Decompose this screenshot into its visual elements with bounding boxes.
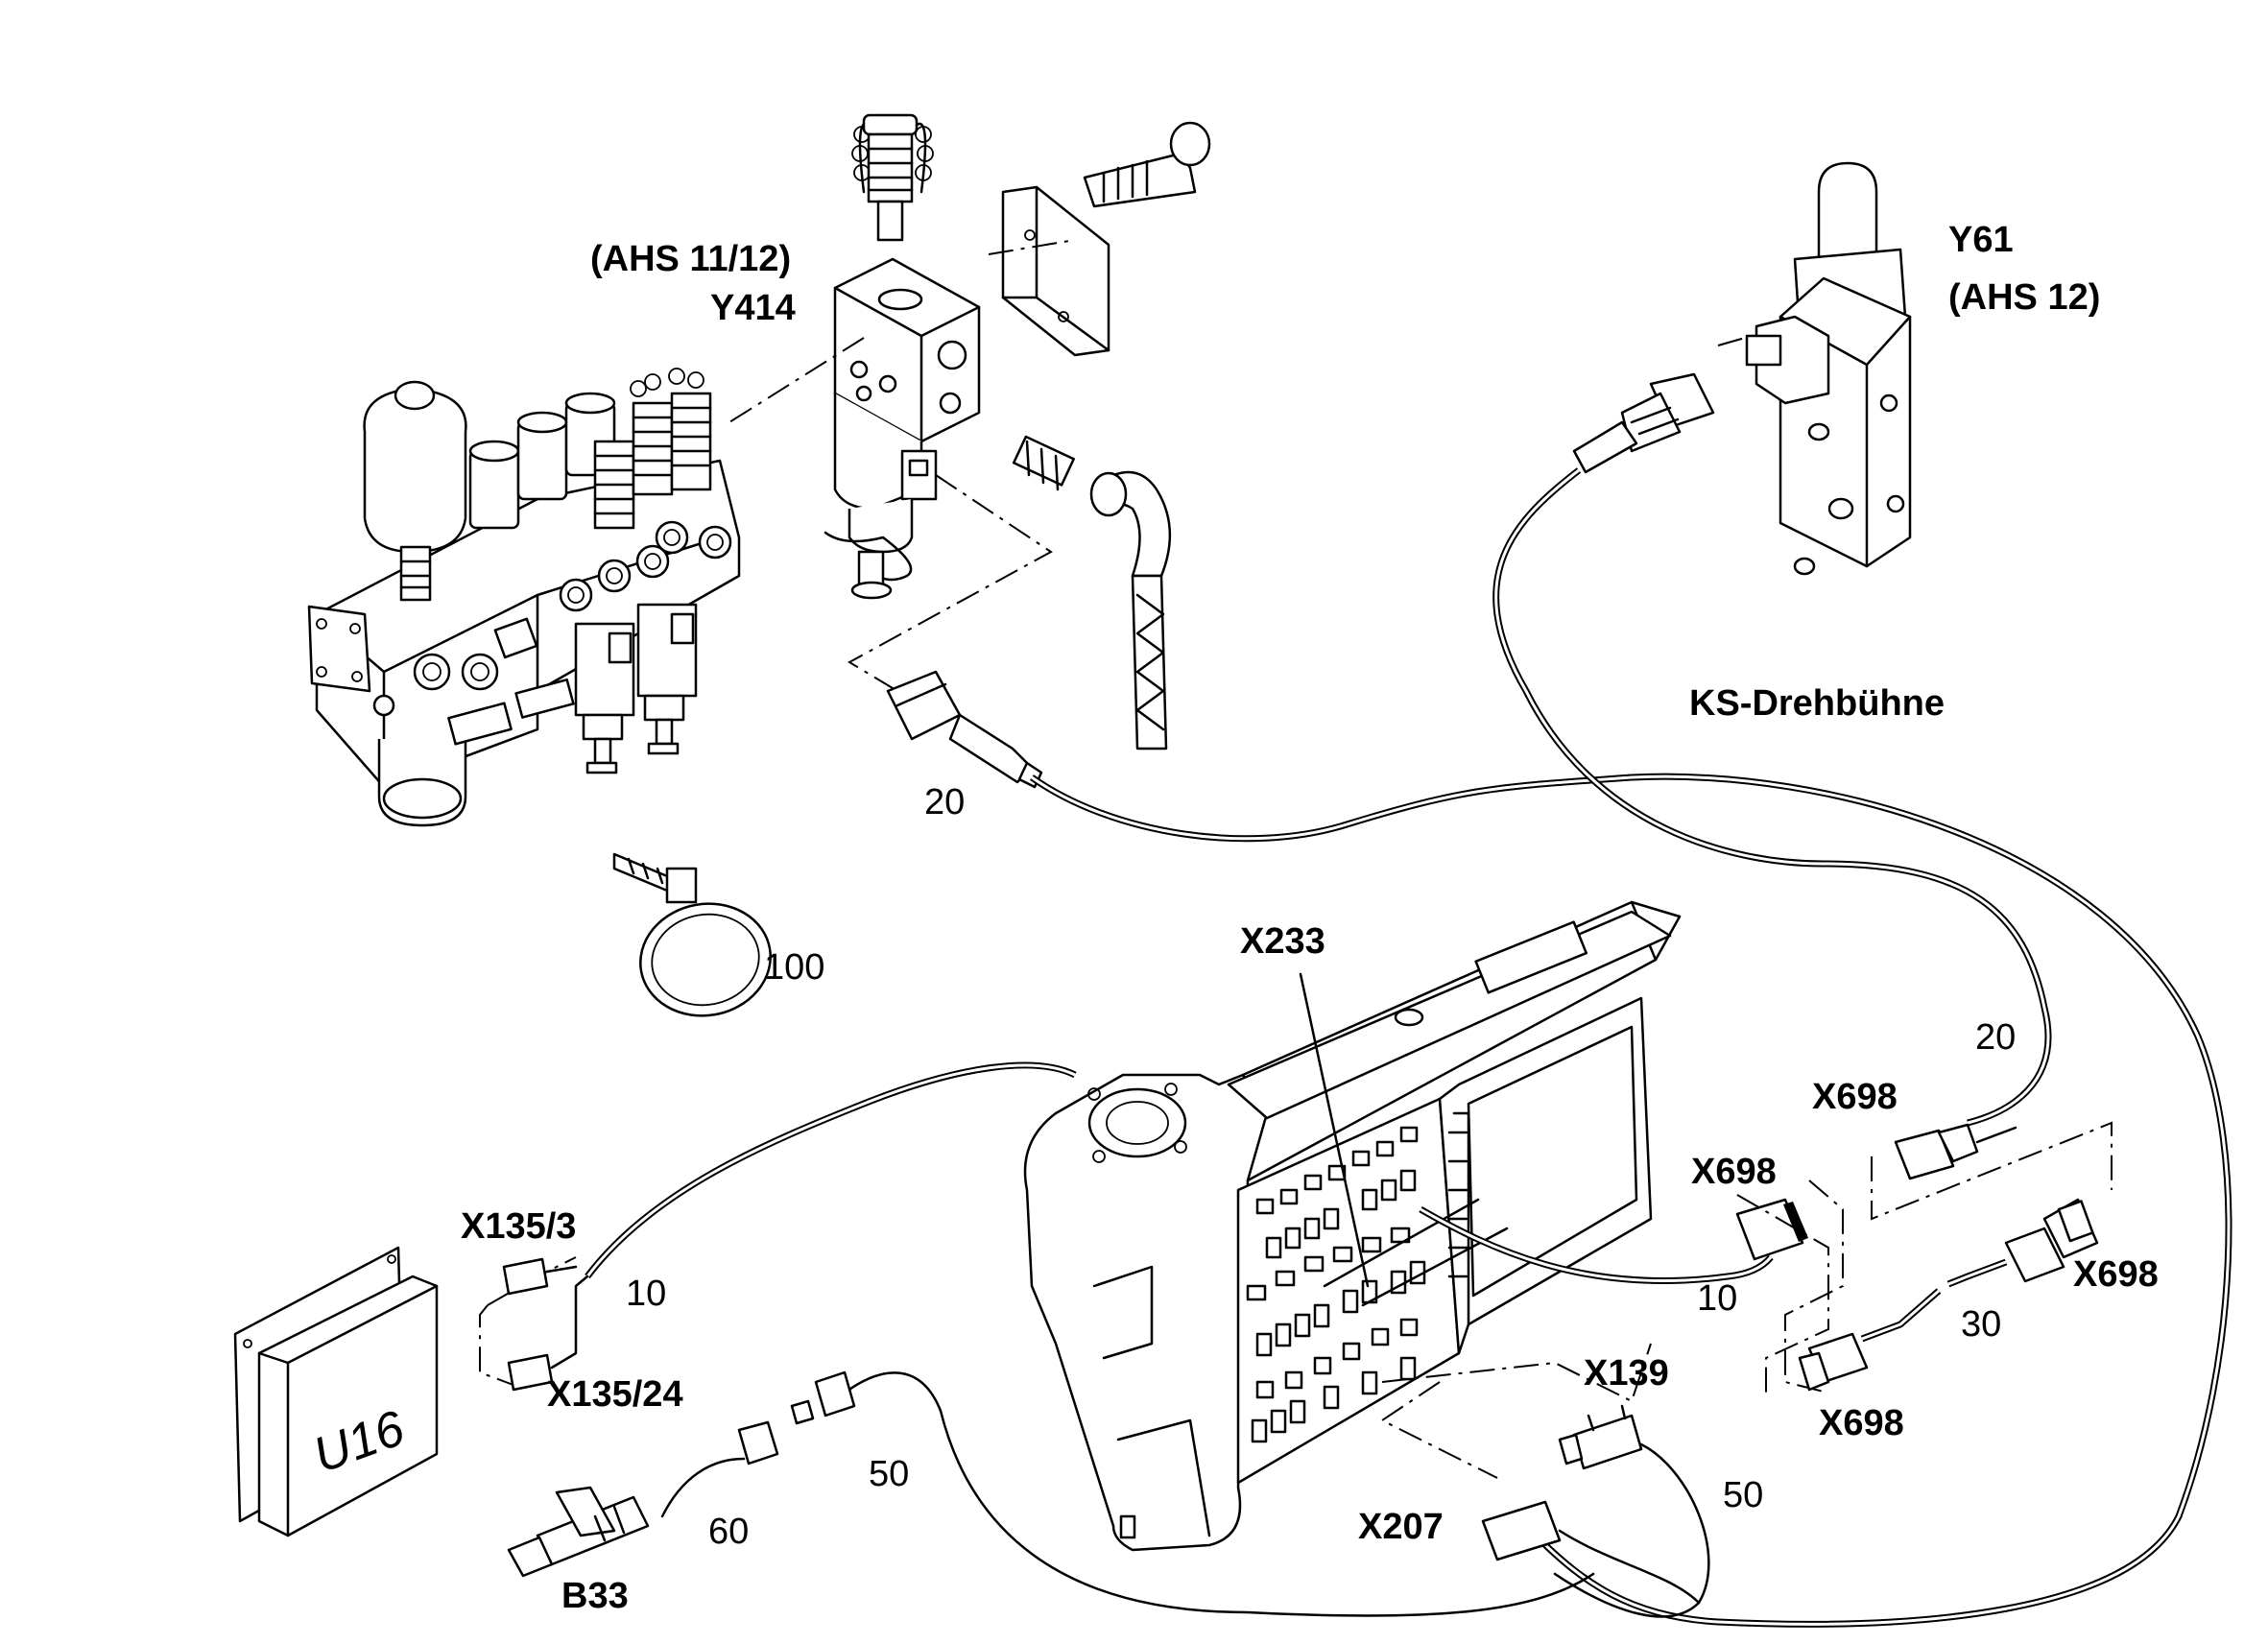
cable-10-right xyxy=(1419,1198,1808,1285)
labels: (AHS 11/12) Y414 Y61 (AHS 12) KS-Drehbüh… xyxy=(306,220,2158,1616)
label-y61: Y61 xyxy=(1948,220,2014,260)
connector-x207 xyxy=(1481,1500,1701,1605)
ecu-u16 xyxy=(233,1246,439,1537)
label-x233: X233 xyxy=(1240,921,1325,962)
label-x698-right: X698 xyxy=(2073,1254,2159,1295)
label-y414: Y414 xyxy=(710,288,796,328)
label-ahs-11-12: (AHS 11/12) xyxy=(590,239,791,279)
pcb-components xyxy=(1246,1126,1426,1443)
callout-100: 100 xyxy=(764,947,824,988)
cable-10 xyxy=(502,1061,1077,1392)
label-x139: X139 xyxy=(1584,1353,1669,1394)
hose-fitting xyxy=(1012,435,1172,751)
cable-tie-100 xyxy=(612,852,772,1017)
callout-60: 60 xyxy=(708,1512,749,1552)
sensor-b33 xyxy=(507,1420,779,1578)
hydraulic-valve-block xyxy=(307,368,741,827)
connector-x139 xyxy=(1553,1404,1710,1618)
label-x135-3: X135/3 xyxy=(461,1206,576,1247)
cover-plate-and-screw xyxy=(1001,121,1211,357)
cable-30 xyxy=(1798,1198,2099,1392)
callout-50-left: 50 xyxy=(869,1454,909,1494)
cable-50 xyxy=(790,1370,1595,1617)
label-x698-top: X698 xyxy=(1812,1077,1898,1117)
cable-20-top xyxy=(886,670,2232,1628)
label-x698-mid: X698 xyxy=(1691,1152,1777,1192)
label-ahs-12: (AHS 12) xyxy=(1948,277,2100,318)
callout-10-left: 10 xyxy=(626,1274,666,1314)
valve-y61 xyxy=(1745,161,1912,576)
label-ks-drehbuehne: KS-Drehbühne xyxy=(1689,683,1945,724)
label-x207: X207 xyxy=(1358,1507,1444,1547)
control-unit-housing xyxy=(1023,900,1682,1552)
label-b33: B33 xyxy=(561,1576,629,1616)
cable-y61 xyxy=(1492,372,2052,1127)
callout-20-top: 20 xyxy=(924,782,965,822)
valve-y414 xyxy=(824,113,981,600)
x233-leader xyxy=(1299,972,1370,1288)
callout-50-right: 50 xyxy=(1723,1475,1763,1515)
callout-10-right: 10 xyxy=(1697,1278,1737,1319)
callout-20-right: 20 xyxy=(1975,1017,2016,1058)
label-x135-24: X135/24 xyxy=(547,1374,683,1415)
connector-x698-upper xyxy=(1894,1123,2017,1180)
callout-30: 30 xyxy=(1961,1304,2001,1345)
label-x698-bottom: X698 xyxy=(1819,1403,1904,1443)
